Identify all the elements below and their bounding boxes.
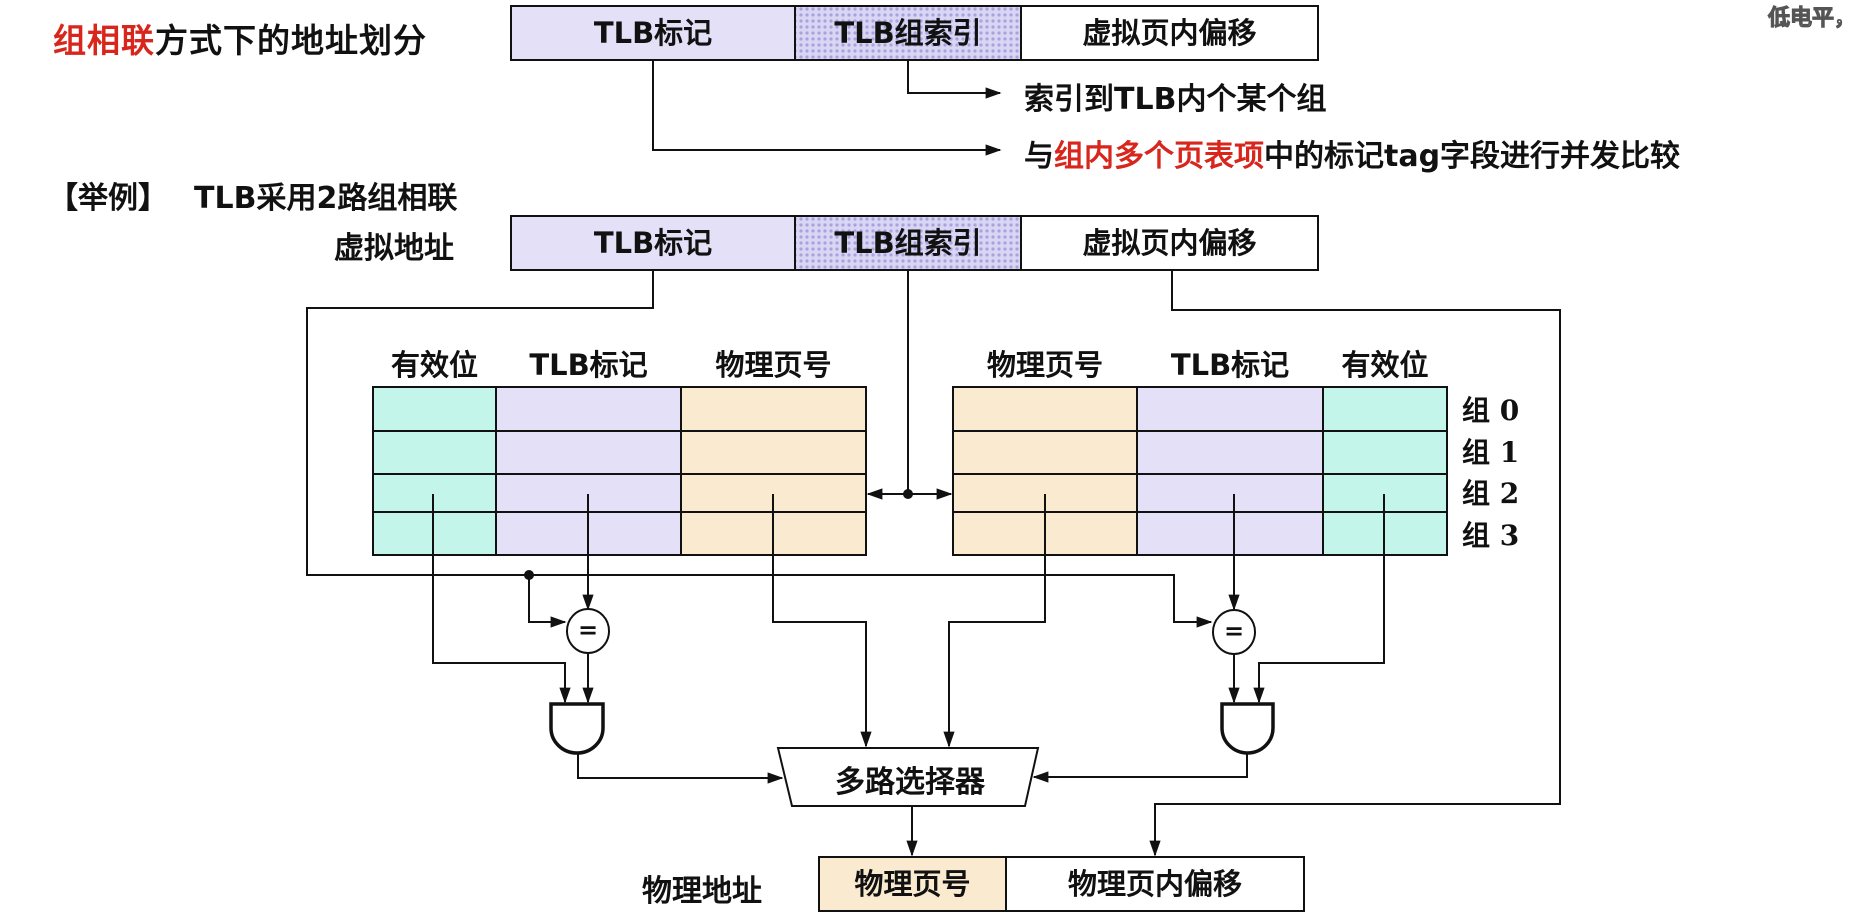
way1-valid-line: [1253, 494, 1385, 704]
way0-header-tag: TLB标记: [529, 348, 648, 382]
way1-header-ppn: 物理页号: [986, 348, 1103, 382]
group-label-2: 组 2: [1462, 477, 1520, 510]
field-page-offset: [1020, 5, 1319, 61]
field-label-tlb-tag: TLB标记: [593, 16, 713, 50]
group-label-1: 组 1: [1462, 436, 1520, 469]
way0-ppn-line: [772, 494, 872, 748]
tag-note-prefix: 与: [1024, 139, 1054, 174]
index-junction: [903, 489, 913, 499]
way0-valid-line: [432, 494, 571, 704]
example-bracket: 【举例】: [48, 181, 168, 216]
va-field-tlb-tag: [510, 215, 796, 271]
mux-label: 多路选择器: [835, 765, 985, 800]
physical-field-offset: 物理页内偏移: [1067, 867, 1242, 901]
group-label-3: 组 3: [1462, 519, 1520, 552]
index-note: 索引到TLB内个某个组: [1024, 82, 1327, 117]
way1-header-tag: TLB标记: [1170, 348, 1290, 382]
physical-address-box: [818, 856, 1305, 912]
corner-caption: 低电平，: [1767, 6, 1856, 32]
page-title: 组相联方式下的地址划分: [53, 14, 427, 62]
comparator-way0-symbol: =: [577, 616, 599, 644]
tag-note-suffix: 中的标记tag字段进行并发比较: [1264, 139, 1681, 174]
way1-table: [952, 386, 1448, 556]
physical-address-label: 物理地址: [642, 874, 762, 909]
va-field-tlb-index: [794, 215, 1022, 271]
way0-header-valid: 有效位: [390, 348, 478, 382]
tag-note-arrow: [652, 60, 1002, 156]
offset-line: [1149, 270, 1561, 857]
title-rest: 方式下的地址划分: [155, 21, 427, 60]
tag-line: [306, 270, 1213, 628]
address-split-box: [510, 5, 1319, 61]
way0-header-ppn: 物理页号: [715, 348, 832, 382]
way0-table: [372, 386, 867, 556]
field-label-tlb-index: TLB组索引: [834, 16, 982, 50]
va-label-page-offset: 虚拟页内偏移: [1082, 226, 1257, 260]
mux-shape: [776, 747, 1040, 807]
physical-field-ppn: 物理页号: [854, 867, 971, 901]
va-field-page-offset: [1020, 215, 1319, 271]
way1-header-valid: 有效位: [1341, 348, 1429, 382]
virtual-address-label: 虚拟地址: [334, 231, 454, 266]
and-gate-way0: [549, 702, 605, 755]
example-text: TLB采用2路组相联: [194, 181, 458, 216]
comparator-way1-symbol: =: [1223, 617, 1245, 645]
comparator-way0: [566, 608, 610, 654]
va-label-tlb-index: TLB组索引: [834, 226, 982, 260]
group-label-0: 组 0: [1462, 394, 1520, 427]
tag-note-highlight: 组内多个页表项: [1054, 139, 1264, 174]
title-highlight: 组相联: [53, 21, 155, 60]
way1-ppn-line: [943, 494, 1046, 748]
index-note-arrow: [907, 60, 1002, 99]
va-label-tlb-tag: TLB标记: [593, 226, 713, 260]
tag-note: 与组内多个页表项中的标记tag字段进行并发比较: [1024, 131, 1680, 175]
and-gate-way1: [1220, 702, 1275, 755]
field-label-page-offset: 虚拟页内偏移: [1082, 16, 1257, 50]
comparator-way1: [1212, 609, 1256, 655]
virtual-address-box: [510, 215, 1319, 271]
